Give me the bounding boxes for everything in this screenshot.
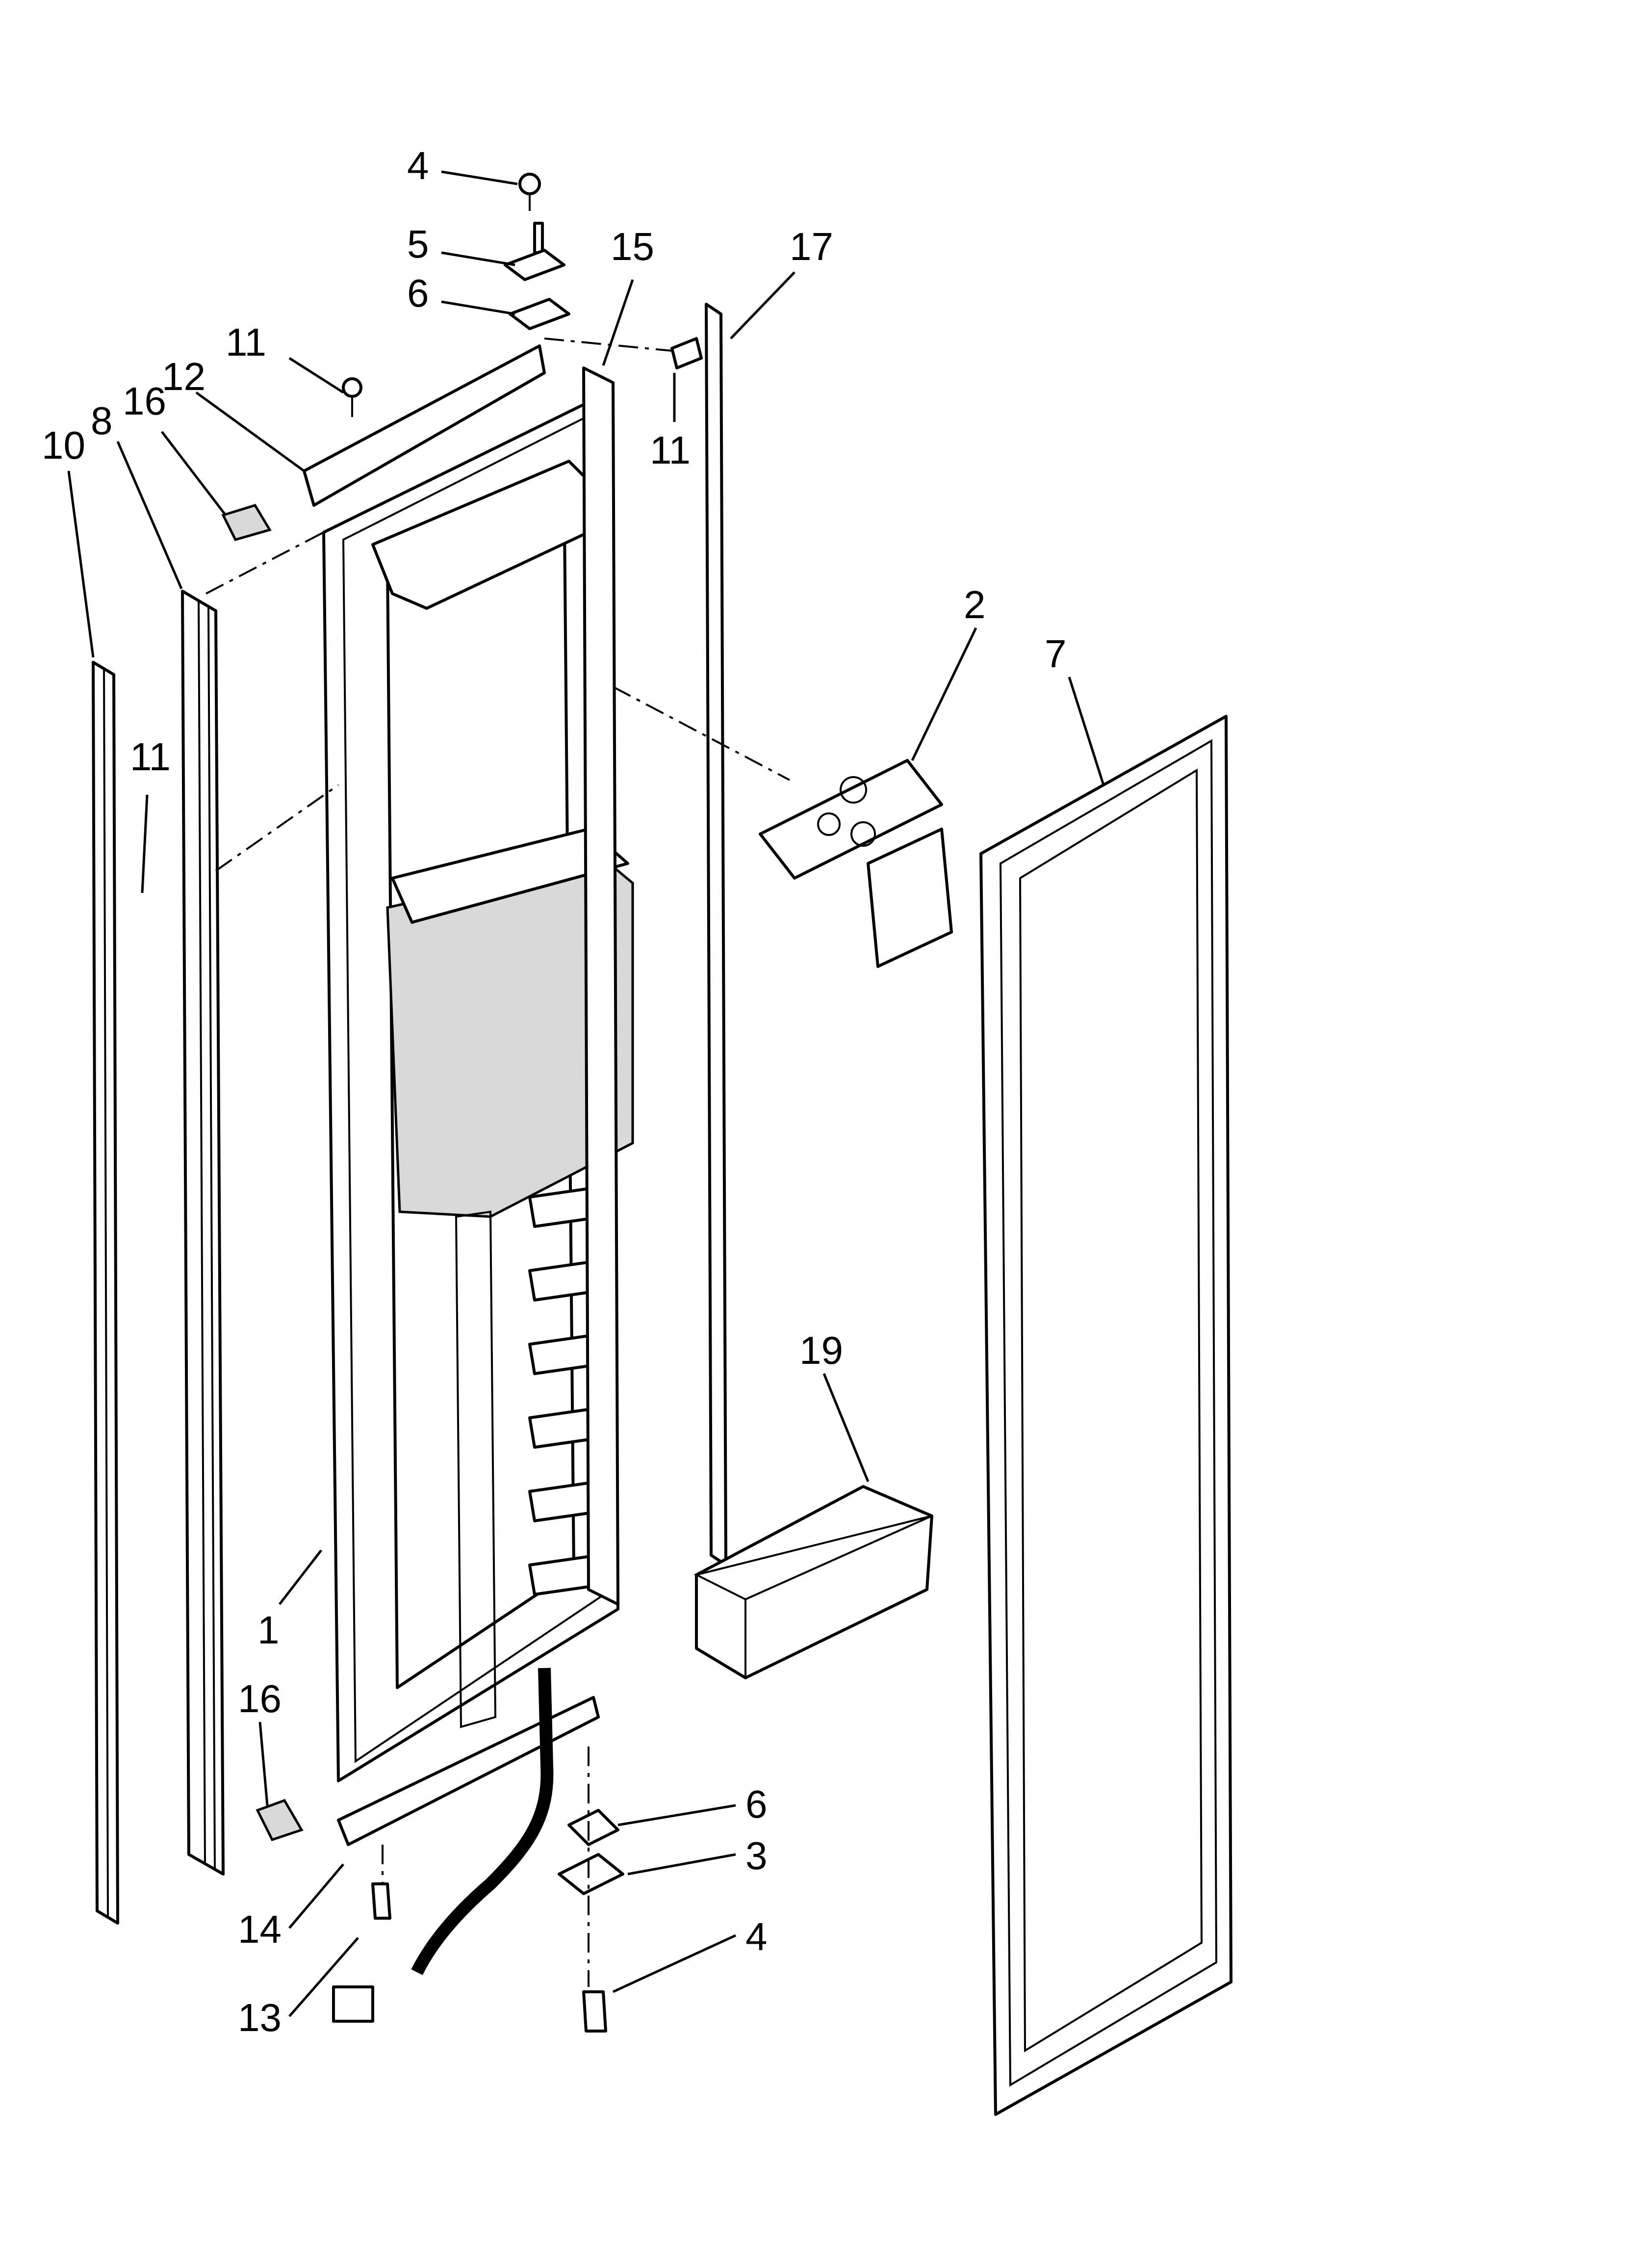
- callout-1: 1: [257, 1608, 280, 1652]
- alignment-line: [215, 784, 339, 872]
- top-hinge-shim-part-6: [509, 298, 570, 330]
- trim-strip-part-10: [92, 661, 119, 1925]
- alignment-line: [544, 338, 672, 352]
- callout-16-top: 16: [123, 379, 166, 423]
- cover-plate-part-2: [759, 759, 953, 968]
- bottom-hinge-screw-part-4: [582, 1990, 607, 2033]
- top-bracket-part-12: [303, 344, 546, 507]
- callout-19: 19: [799, 1329, 843, 1372]
- callout-8: 8: [91, 399, 113, 443]
- leader-lines: [67, 170, 1105, 2017]
- bottom-screw-part-13: [371, 1882, 391, 1920]
- callout-13: 13: [238, 1996, 282, 2039]
- callout-6-bottom: 6: [745, 1782, 768, 1826]
- bottom-hinge-part-3: [558, 1853, 624, 1895]
- callout-4-top: 4: [407, 144, 429, 187]
- door-liner-part-1: [322, 391, 634, 1782]
- trim-strip-part-15: [582, 366, 619, 1606]
- callout-6-top: 6: [407, 271, 429, 315]
- callout-14: 14: [238, 1907, 282, 1951]
- top-screw-part-11: [342, 377, 362, 417]
- callout-10: 10: [42, 423, 85, 467]
- top-hinge-screw-part-4: [518, 173, 541, 211]
- right-screw-part-11: [670, 337, 703, 369]
- top-hinge-part-5: [504, 222, 565, 281]
- callout-12: 12: [162, 355, 205, 398]
- seal-strip-part-17: [705, 303, 727, 1566]
- callout-7: 7: [1045, 632, 1067, 676]
- callout-3: 3: [745, 1834, 768, 1877]
- callout-4-bottom: 4: [745, 1915, 768, 1958]
- callout-11-top: 11: [226, 320, 266, 364]
- callout-16-bottom: 16: [238, 1677, 282, 1721]
- callout-11-left: 11: [130, 735, 171, 779]
- callout-15: 15: [611, 225, 654, 268]
- callout-2: 2: [964, 583, 986, 626]
- callout-17: 17: [790, 225, 833, 268]
- clip-bottom-part-16: [256, 1799, 304, 1842]
- trim-strip-part-8: [181, 590, 225, 1876]
- clip-top-part-16: [221, 504, 272, 541]
- alignment-line: [205, 531, 324, 595]
- door-bin-part-19: [693, 1485, 933, 1679]
- bottom-bracket-part-14: [337, 1696, 600, 1846]
- door-gasket-part-7: [979, 715, 1232, 2116]
- callout-5: 5: [407, 222, 429, 266]
- bottom-hinge-shim-part-6: [567, 1809, 619, 1846]
- alignment-line: [613, 686, 790, 781]
- water-tube-harness: [332, 1668, 554, 2023]
- callout-11-right: 11: [650, 428, 691, 472]
- callout-labels: 4 5 6 15 17 11 12 16 8 10 11 2 7 11 19 1…: [42, 144, 1067, 2039]
